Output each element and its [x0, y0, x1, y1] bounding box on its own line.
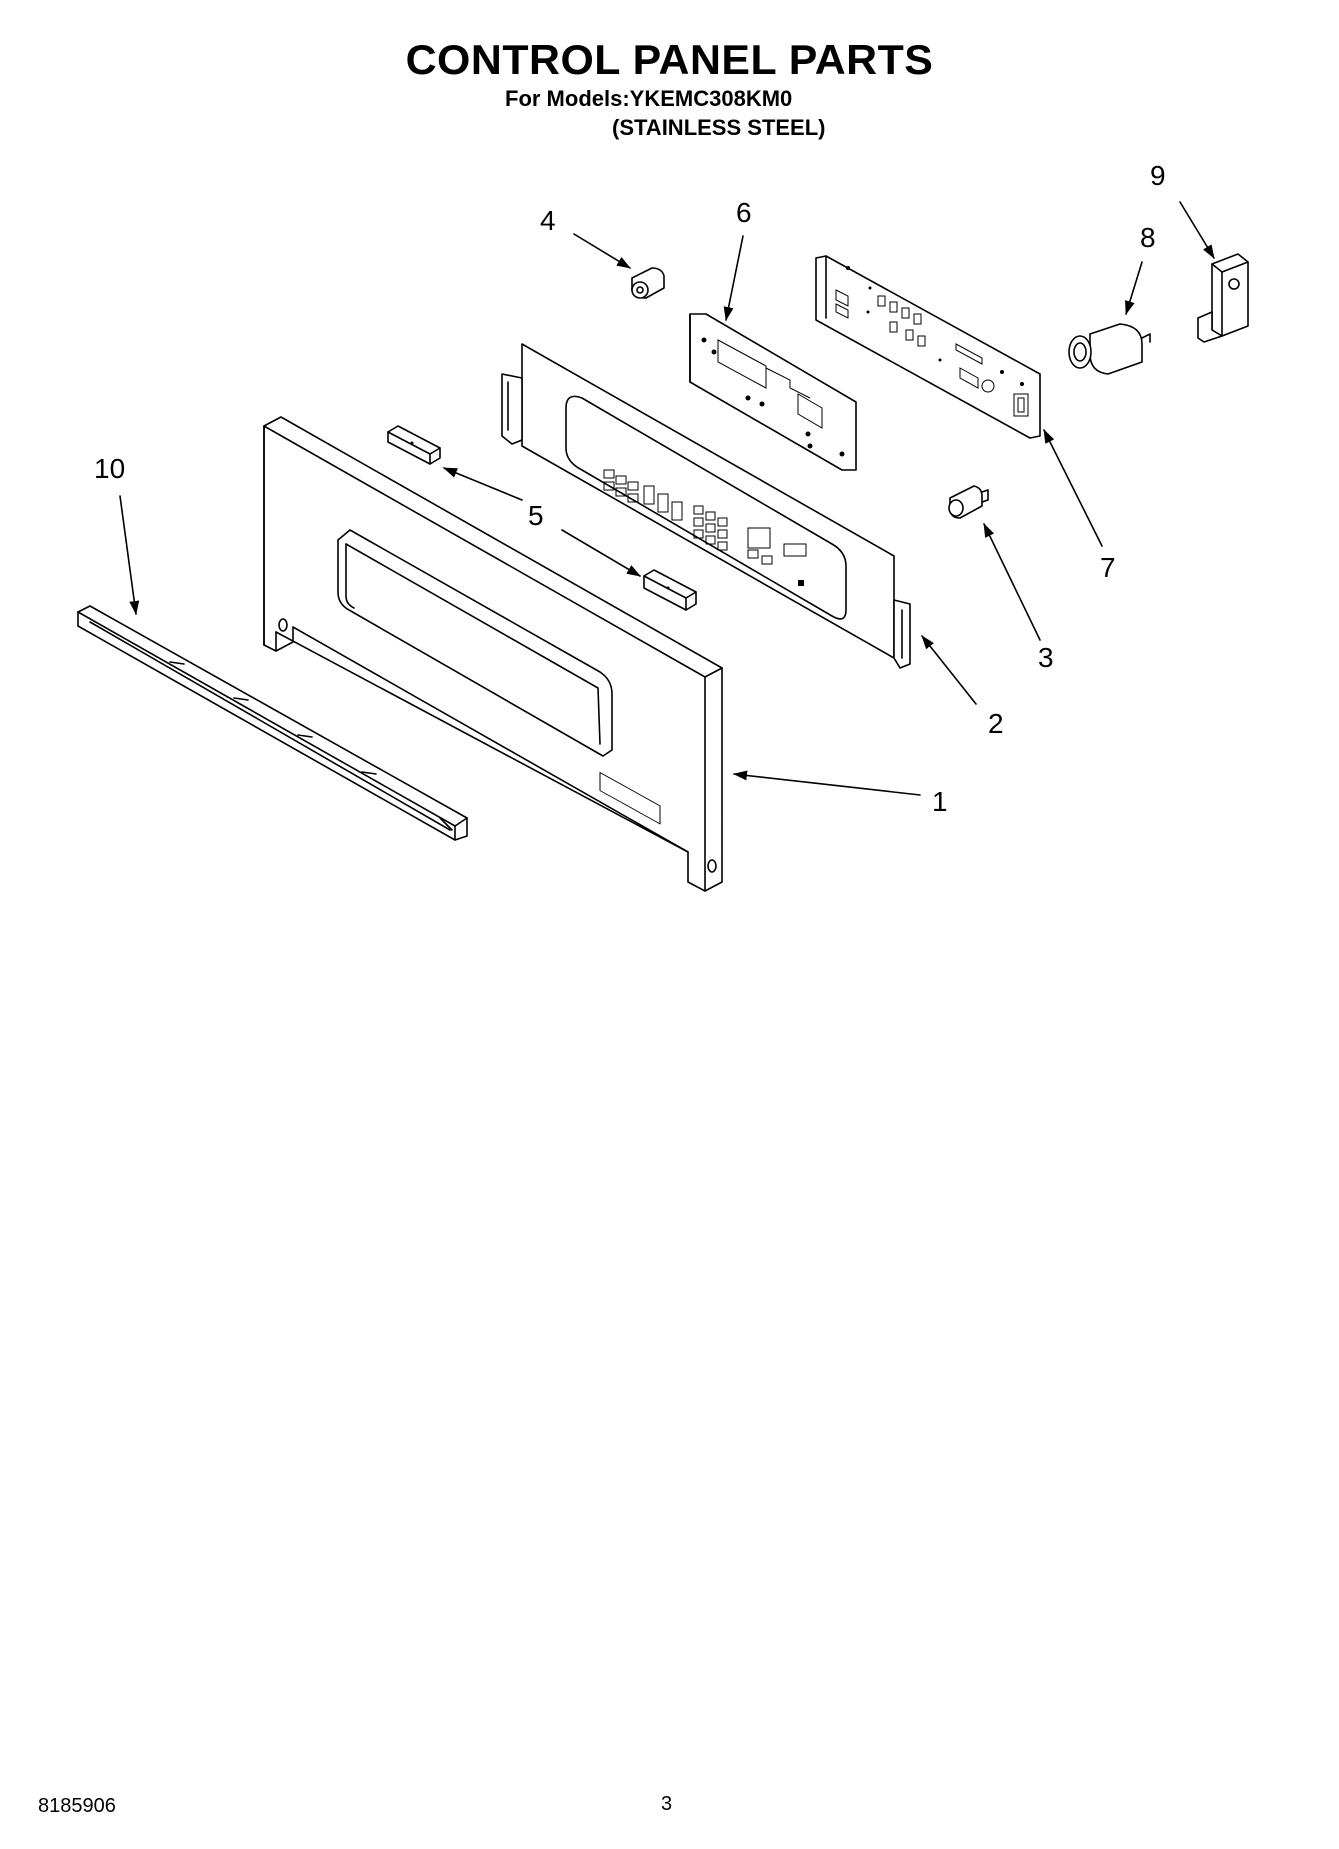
finish-line: (STAINLESS STEEL) [612, 115, 826, 140]
leader-lines [119, 201, 1215, 796]
callout-2: 2 [988, 708, 1004, 739]
callout-8: 8 [1140, 222, 1156, 253]
part-2-control-panel [501, 343, 911, 825]
part-7-control-board [815, 255, 1041, 439]
callout-9: 9 [1150, 160, 1166, 191]
part-9-bracket [1197, 253, 1249, 343]
document-number: 8185906 [38, 1795, 116, 1817]
callout-7: 7 [1100, 552, 1116, 583]
part-4-spacer [631, 267, 665, 299]
part-10-trim-strip [77, 605, 468, 841]
models-line: For Models:YKEMC308KM0 [505, 86, 793, 111]
callout-10: 10 [94, 453, 125, 484]
part-8-buzzer [1068, 323, 1151, 375]
callout-1: 1 [932, 786, 948, 817]
part-5-spacer-block-upper [387, 425, 441, 465]
callout-6: 6 [736, 197, 752, 228]
part-3-spacer [948, 485, 989, 519]
part-6-overlay-bracket [689, 313, 857, 471]
part-5-spacer-block-lower [643, 569, 697, 611]
page-title: CONTROL PANEL PARTS [405, 36, 934, 83]
callout-3: 3 [1038, 642, 1054, 673]
callout-4: 4 [540, 205, 556, 236]
part-1-trim-panel [263, 416, 723, 892]
page-number: 3 [661, 1793, 673, 1815]
callout-5: 5 [528, 500, 544, 531]
